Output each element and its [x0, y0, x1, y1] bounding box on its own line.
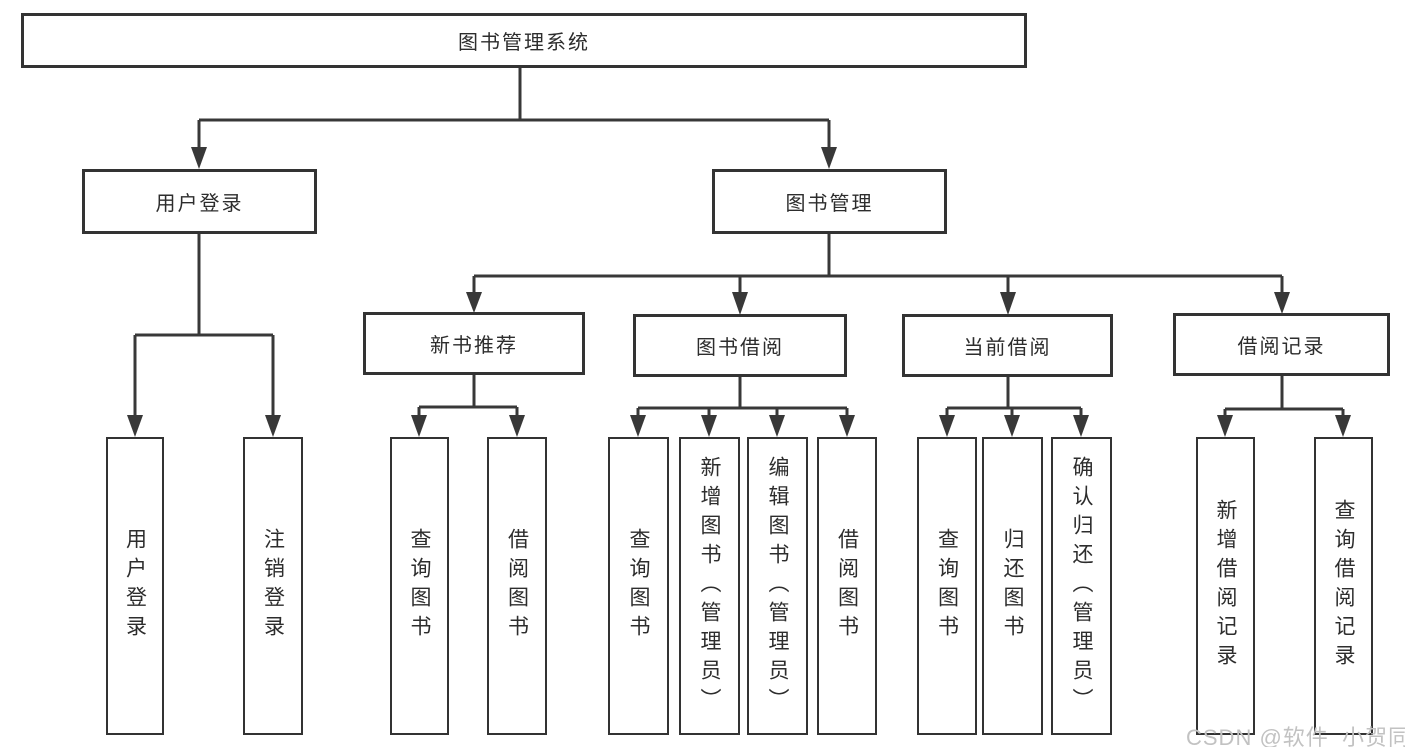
node-label: 确认归还（管理员）: [1070, 455, 1093, 717]
leaf-user-login: 用户登录: [106, 437, 164, 735]
leaf-add-book-admin: 新增图书（管理员）: [679, 437, 740, 735]
node-label: 查询图书: [408, 528, 431, 644]
node-label: 图书管理系统: [458, 32, 590, 54]
node-label: 查询图书: [935, 528, 959, 644]
node-user-login-branch: 用户登录: [82, 169, 317, 234]
leaf-borrow-books-2: 借阅图书: [817, 437, 877, 735]
node-label: 用户登录: [155, 193, 244, 215]
leaf-query-borrow-record: 查询借阅记录: [1314, 437, 1373, 735]
node-label: 新增借阅记录: [1214, 499, 1237, 673]
node-label: 归还图书: [1001, 528, 1024, 644]
leaf-add-borrow-record: 新增借阅记录: [1196, 437, 1255, 735]
node-label: 图书管理: [785, 193, 874, 215]
leaf-return-book: 归还图书: [982, 437, 1043, 735]
node-borrow-records: 借阅记录: [1173, 313, 1390, 376]
node-label: 查询图书: [627, 528, 650, 644]
node-label: 用户登录: [123, 528, 147, 644]
node-label: 注销登录: [261, 528, 285, 644]
leaf-query-books-2: 查询图书: [608, 437, 669, 735]
node-root-library-management-system: 图书管理系统: [21, 13, 1027, 68]
node-label: 当前借阅: [963, 337, 1052, 359]
leaf-confirm-return-admin: 确认归还（管理员）: [1051, 437, 1112, 735]
leaf-query-books-1: 查询图书: [390, 437, 449, 735]
node-label: 借阅图书: [505, 528, 529, 644]
csdn-watermark: CSDN @软件_小贺同学: [1186, 725, 1405, 747]
node-new-book-recommend: 新书推荐: [363, 312, 585, 375]
leaf-borrow-books-1: 借阅图书: [487, 437, 547, 735]
node-book-borrow: 图书借阅: [633, 314, 847, 377]
node-book-management-branch: 图书管理: [712, 169, 947, 234]
leaf-edit-book-admin: 编辑图书（管理员）: [747, 437, 808, 735]
node-current-borrow: 当前借阅: [902, 314, 1113, 377]
node-label: 借阅图书: [835, 528, 859, 644]
node-label: 编辑图书（管理员）: [766, 455, 789, 717]
node-label: 新增图书（管理员）: [698, 455, 721, 717]
leaf-query-books-3: 查询图书: [917, 437, 977, 735]
node-label: 借阅记录: [1237, 336, 1326, 358]
node-label: 新书推荐: [430, 335, 518, 357]
leaf-logout: 注销登录: [243, 437, 303, 735]
node-label: 图书借阅: [696, 337, 784, 359]
node-label: 查询借阅记录: [1332, 499, 1355, 673]
